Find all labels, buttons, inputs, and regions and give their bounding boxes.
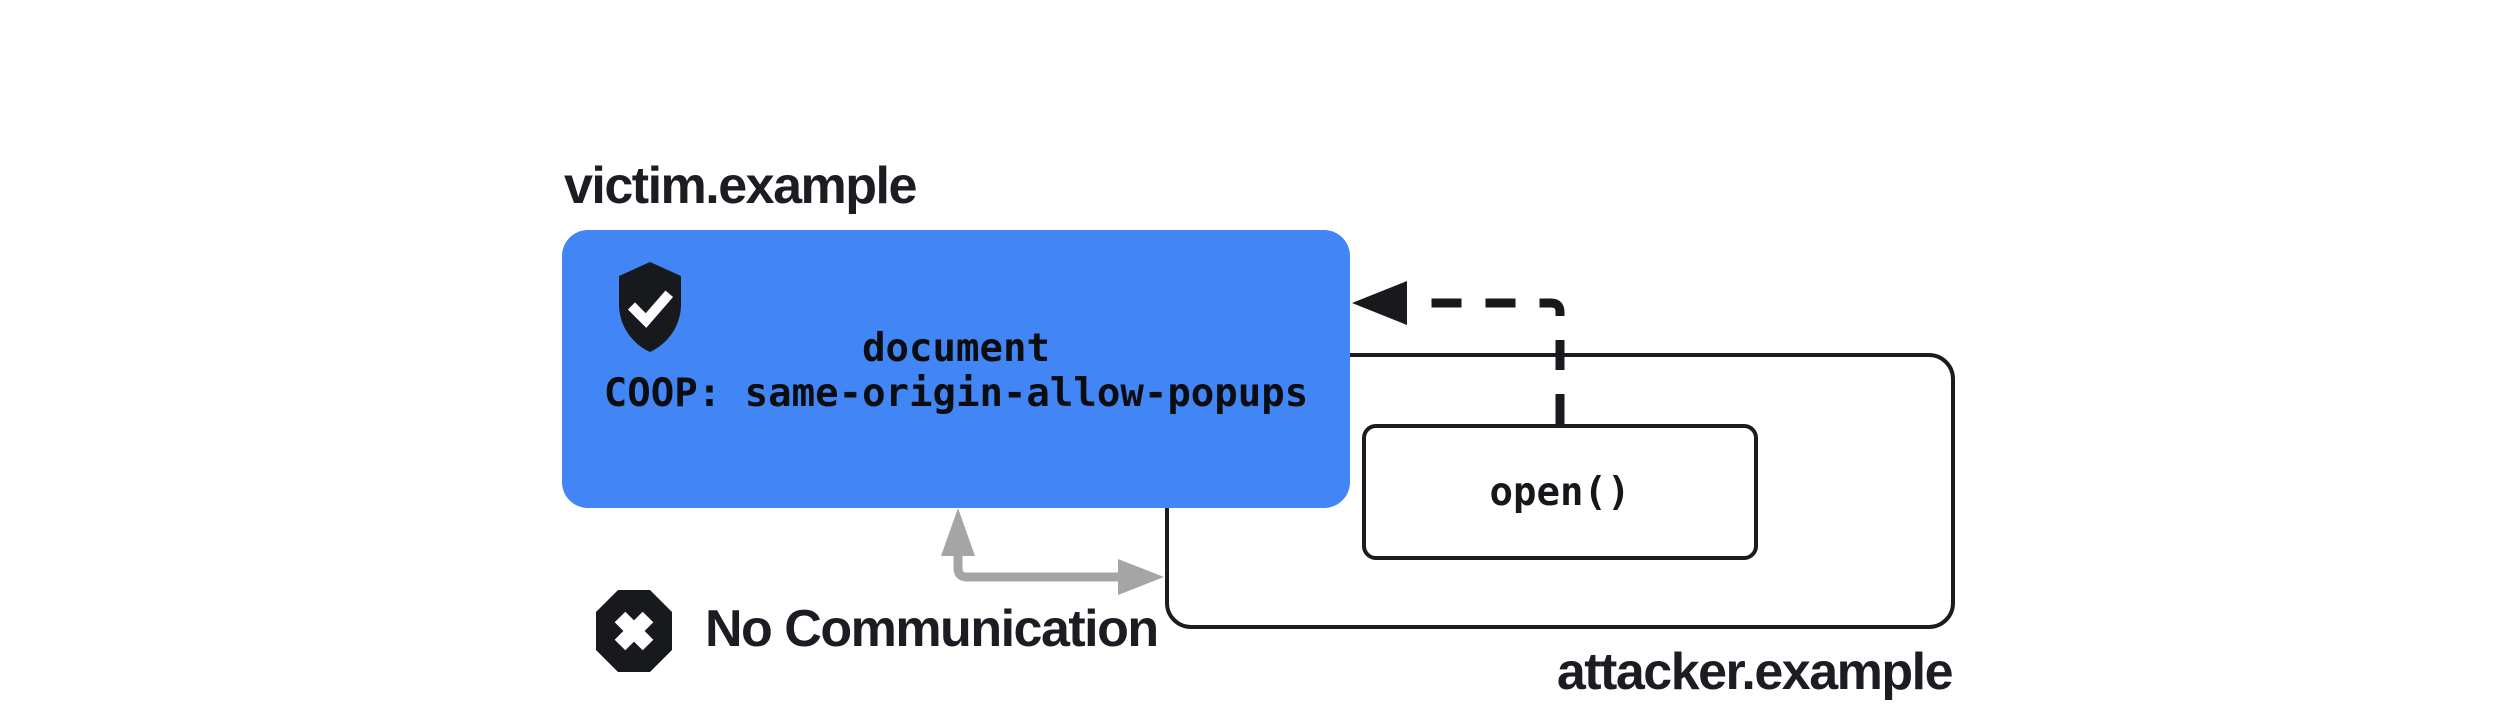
document-line: document <box>862 326 1050 371</box>
victim-document-box: document COOP: same-origin-allow-popups <box>562 230 1350 508</box>
victim-domain-label: victim.example <box>564 157 917 215</box>
blocked-x-icon <box>596 590 672 672</box>
shield-check-icon <box>619 262 681 352</box>
gray-blocked-arrow <box>941 508 1164 595</box>
victim-document-text: document COOP: same-origin-allow-popups <box>562 326 1350 416</box>
attacker-domain-label: attacker.example <box>1556 643 1954 701</box>
no-communication-label: No Communication <box>705 600 1159 658</box>
coop-header-line: COOP: same-origin-allow-popups <box>603 371 1309 416</box>
open-call-box: open() <box>1362 424 1758 560</box>
open-call-label: open() <box>1489 469 1631 515</box>
